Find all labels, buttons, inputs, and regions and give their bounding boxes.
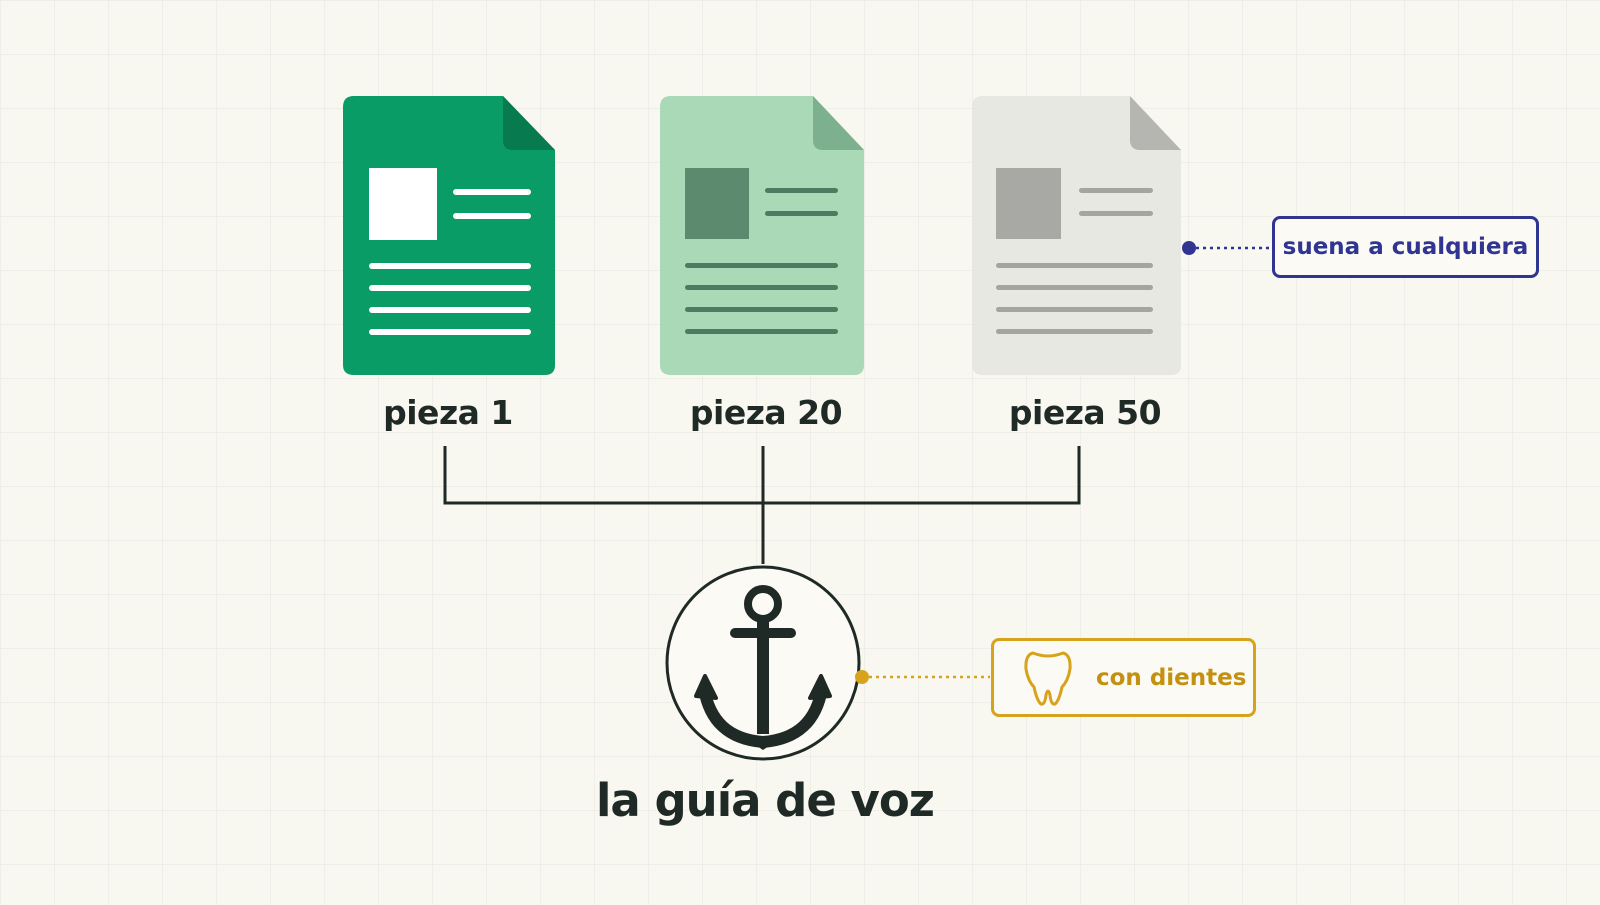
- teeth-callout-connector: [855, 670, 990, 684]
- connector-lines: [443, 446, 1081, 564]
- document-2-label: pieza 20: [689, 393, 843, 432]
- document-2-icon: [660, 96, 864, 375]
- document-1-icon: [343, 96, 555, 375]
- generic-callout-text: suena a cualquiera: [1282, 234, 1529, 260]
- teeth-callout: con dientes: [991, 638, 1256, 717]
- teeth-callout-text: con dientes: [1096, 664, 1247, 691]
- anchor-title: la guía de voz: [595, 774, 935, 827]
- document-3-label: pieza 50: [1008, 393, 1162, 432]
- document-1-label: pieza 1: [383, 393, 513, 432]
- generic-callout-connector: [1182, 241, 1270, 255]
- document-3-icon: [972, 96, 1181, 375]
- generic-callout: suena a cualquiera: [1272, 216, 1539, 278]
- tooth-icon: [1024, 651, 1072, 706]
- anchor-icon: [665, 565, 861, 761]
